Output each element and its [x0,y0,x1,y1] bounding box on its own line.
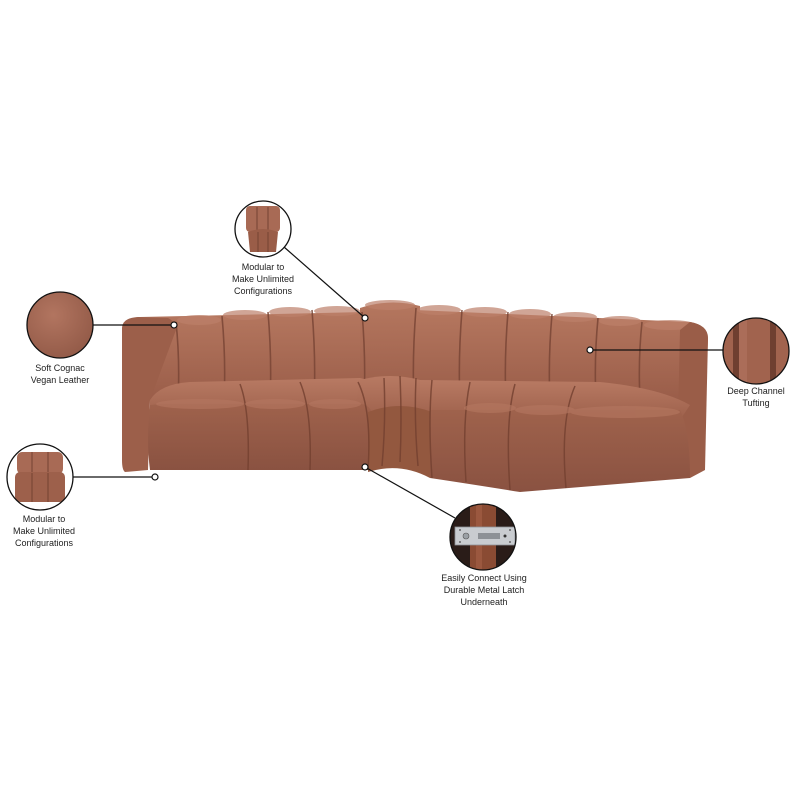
channel-tufting-closeup-thumbnail-icon [722,317,790,385]
callout-label-soft-cognac-leather: Soft Cognac Vegan Leather [30,363,90,385]
sofa-seats [148,375,690,492]
armless-chair-module-thumbnail-icon [6,443,74,511]
callout-lines [73,246,723,519]
metal-latch-closeup-thumbnail-icon [449,503,517,571]
callout-label-deep-channel-tufting: Deep Channel Tufting [727,386,785,408]
callout-label-metal-latch: Easily Connect Using Durable Metal Latch… [441,573,527,607]
callout-label-left-modular: Modular to Make Unlimited Configurations [12,514,76,548]
leather-swatch-thumbnail-icon [26,291,94,359]
callout-label-top-modular: Modular to Make Unlimited Configurations [231,262,295,296]
sofa-left-end [122,317,176,472]
seat-channel-lines [239,375,576,491]
armless-corner-module-thumbnail-icon [234,200,292,258]
callout-anchor-dots [151,314,594,481]
sofa-back [122,300,708,401]
